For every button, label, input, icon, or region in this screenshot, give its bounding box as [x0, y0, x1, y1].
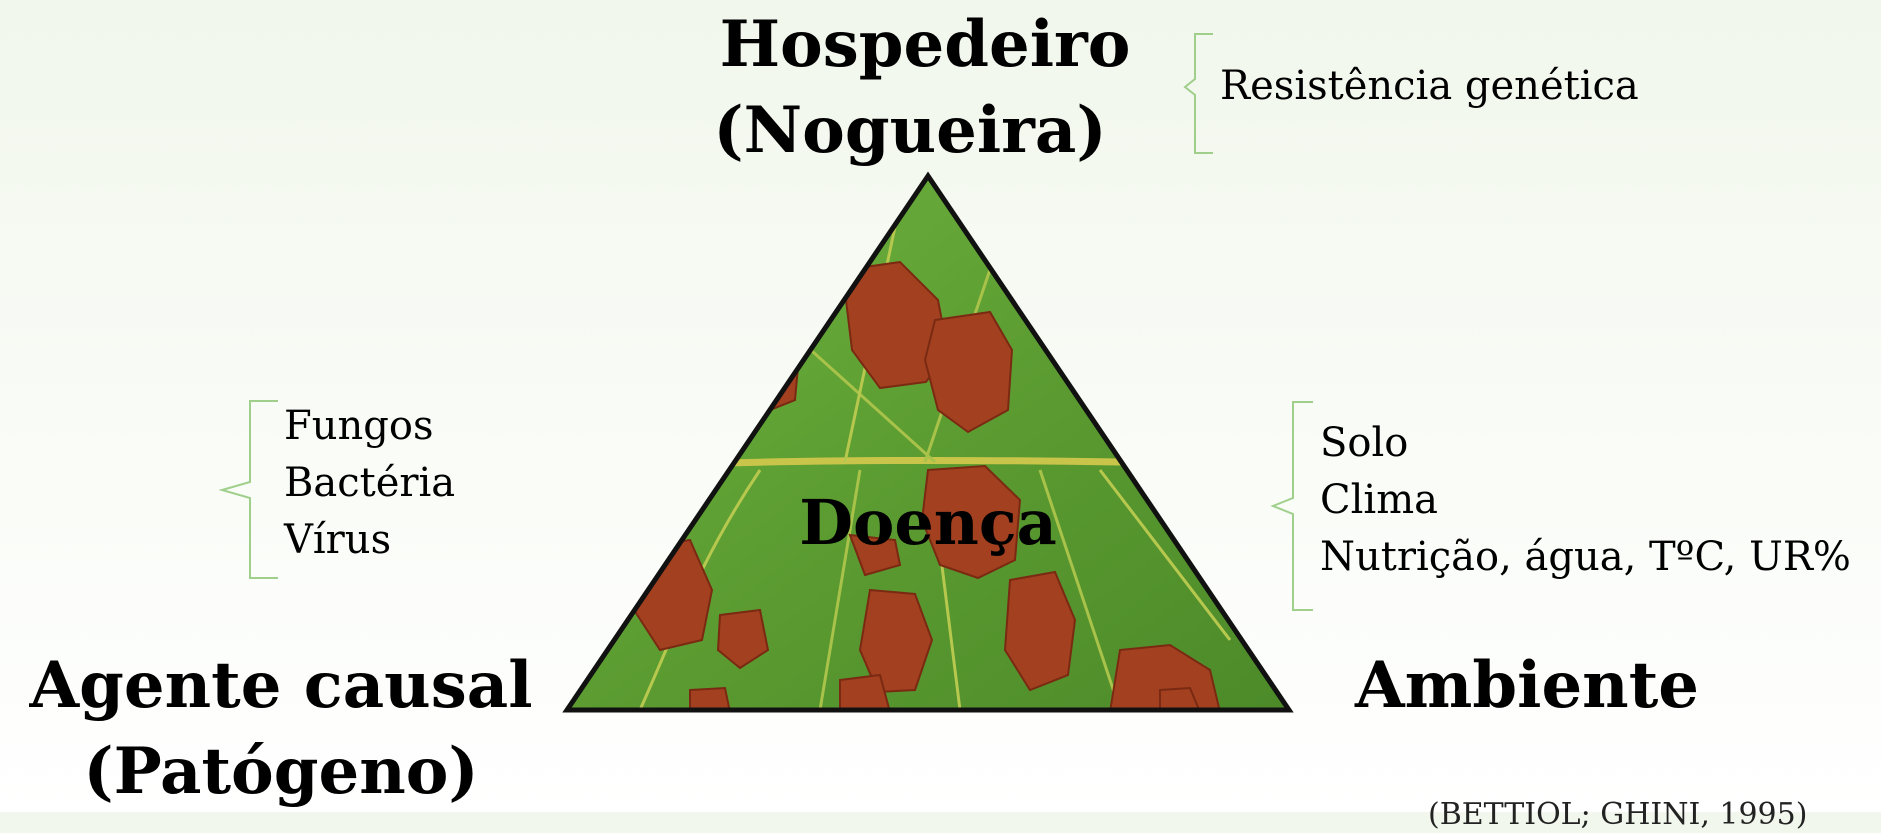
host-brace [1183, 33, 1213, 154]
host-title-line2: (Nogueira) [713, 93, 1107, 168]
pathogen-title-line1: Agente causal [29, 648, 533, 723]
environment-factor-nutrition: Nutrição, água, TºC, UR% [1320, 534, 1851, 580]
pathogen-factor-fungi: Fungos [284, 403, 434, 449]
environment-title: Ambiente [1355, 648, 1699, 723]
host-title-line1: Hospedeiro [719, 7, 1131, 82]
pathogen-title: Agente causal (Patógeno) [0, 643, 562, 815]
environment-brace [1270, 401, 1313, 611]
citation: (BETTIOL; GHINI, 1995) [1428, 797, 1808, 832]
environment-factor-climate: Clima [1320, 477, 1438, 523]
environment-factor-soil: Solo [1320, 420, 1409, 466]
pathogen-title-line2: (Patógeno) [83, 734, 479, 809]
pathogen-factors: Fungos Bactéria Vírus [284, 398, 455, 569]
host-title: Hospedeiro (Nogueira) [660, 2, 1190, 174]
environment-factors: Solo Clima Nutrição, água, TºC, UR% [1320, 415, 1851, 586]
pathogen-factor-bacteria: Bactéria [284, 460, 456, 506]
triangle-outline [562, 171, 1294, 713]
pathogen-factor-virus: Vírus [284, 517, 392, 563]
leaf-photo [567, 176, 1289, 710]
pathogen-brace [218, 400, 278, 579]
disease-label: Doença [799, 486, 1057, 559]
host-factor-resistance: Resistência genética [1220, 63, 1639, 109]
disease-triangle-diagram [218, 33, 1313, 713]
